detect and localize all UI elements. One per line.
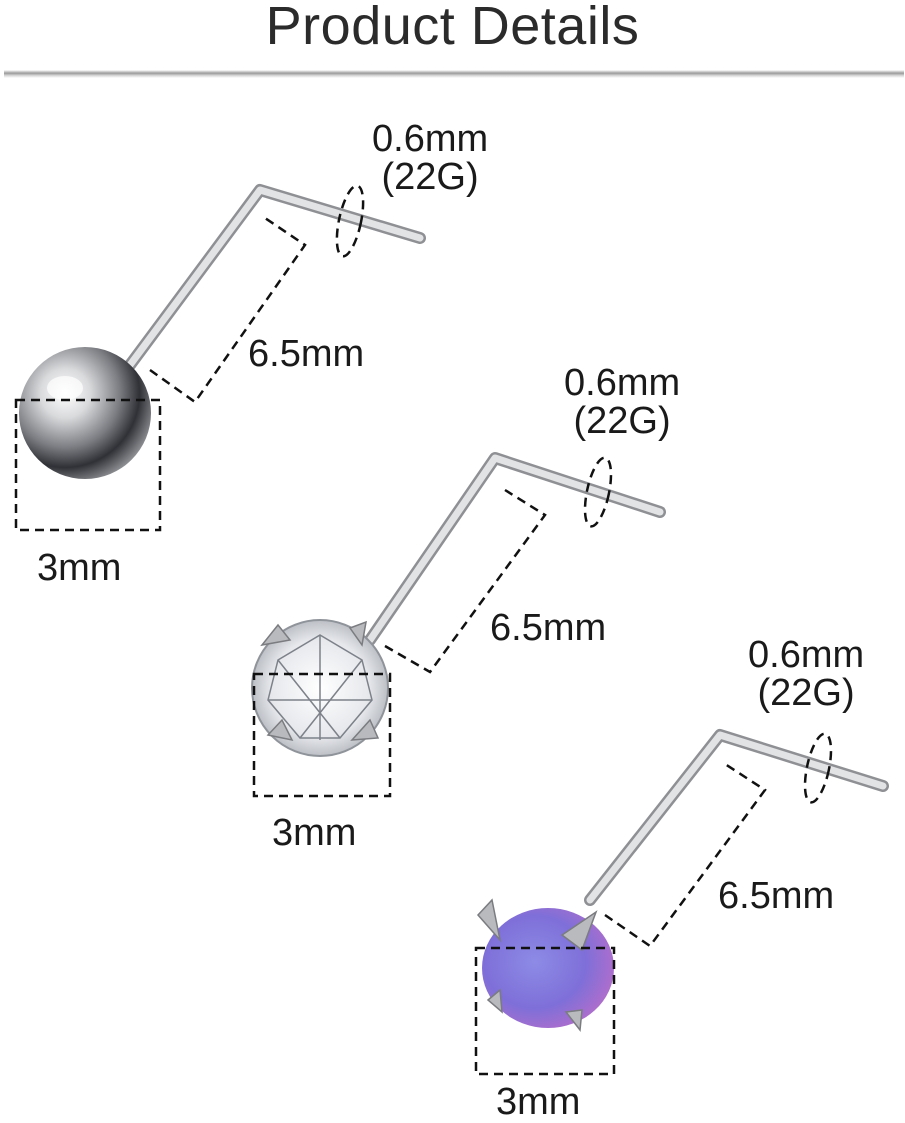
opal-gauge-g: (22G) (757, 672, 855, 714)
crystal-size-label: 3mm (272, 812, 357, 854)
ball-top-icon (19, 347, 151, 479)
crystal-dimension-lines (252, 456, 613, 798)
opal-length-label: 6.5mm (718, 875, 835, 917)
ball-length-label: 6.5mm (248, 333, 365, 375)
opal-gauge-label: 0.6mm (22G) (748, 636, 864, 712)
ball-dimension-lines (14, 184, 365, 532)
crystal-gauge-mm: 0.6mm (564, 362, 681, 404)
crystal-gauge-label: 0.6mm (22G) (564, 364, 680, 440)
crystal-gauge-g: (22G) (573, 400, 671, 442)
crystal-length-label: 6.5mm (490, 607, 607, 649)
opal-size-label: 3mm (496, 1081, 581, 1123)
ball-size-label: 3mm (37, 547, 122, 589)
ball-nose-stud (19, 184, 426, 479)
opal-dimension-lines (474, 732, 833, 1076)
header-divider (4, 70, 904, 78)
ball-gauge-mm: 0.6mm (372, 118, 489, 160)
page-title: Product Details (265, 0, 640, 56)
opal-gauge-mm: 0.6mm (748, 634, 865, 676)
crystal-nose-stud (251, 452, 666, 757)
ball-gauge-g: (22G) (381, 156, 479, 198)
ball-gauge-label: 0.6mm (22G) (372, 120, 488, 196)
